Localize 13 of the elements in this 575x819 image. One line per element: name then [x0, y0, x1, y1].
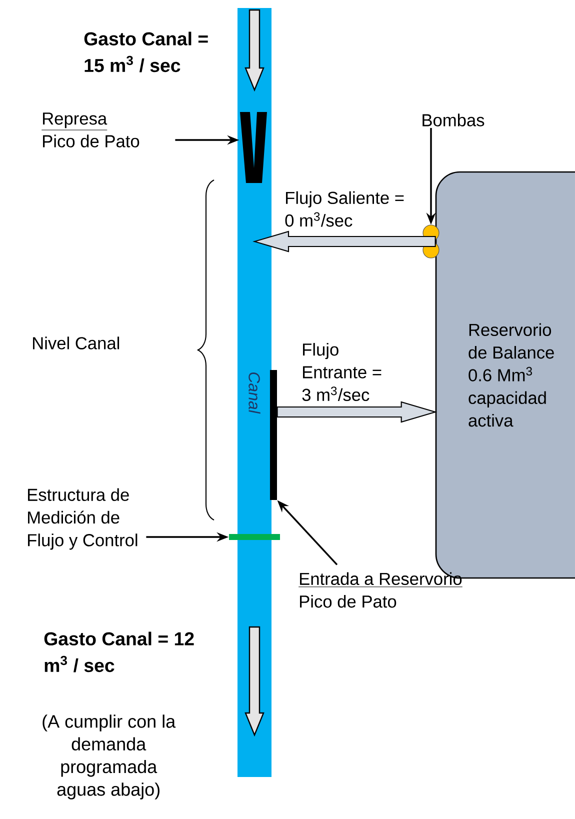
flow-rate-label: Gasto Canal = 12 m$^{3}$ / sec: [44, 632, 194, 672]
demand-note: (A cumplir con la demanda programada aguas abajo): [42, 714, 176, 800]
control-structure-bar: [229, 534, 280, 540]
level-label: Nivel Canal: [33, 336, 120, 350]
block-arrow: [276, 401, 438, 423]
edge-label: Flujo Entrante = 3 m$^{3}$/sec: [302, 342, 382, 402]
flow-rate-label: Gasto Canal = 15 m$^{3}$ / sec: [84, 32, 208, 72]
edge-label: Flujo Saliente = 0 m$^{3}$/sec: [285, 191, 404, 227]
pumps-label: Bombas: [422, 114, 484, 126]
block-arrow: [252, 230, 436, 252]
structure-label: Estructura de Medición de Flujo y Control: [28, 488, 138, 550]
dam-symbol: [240, 112, 267, 183]
dam-label: Represa Pico de Pato: [41, 112, 140, 148]
